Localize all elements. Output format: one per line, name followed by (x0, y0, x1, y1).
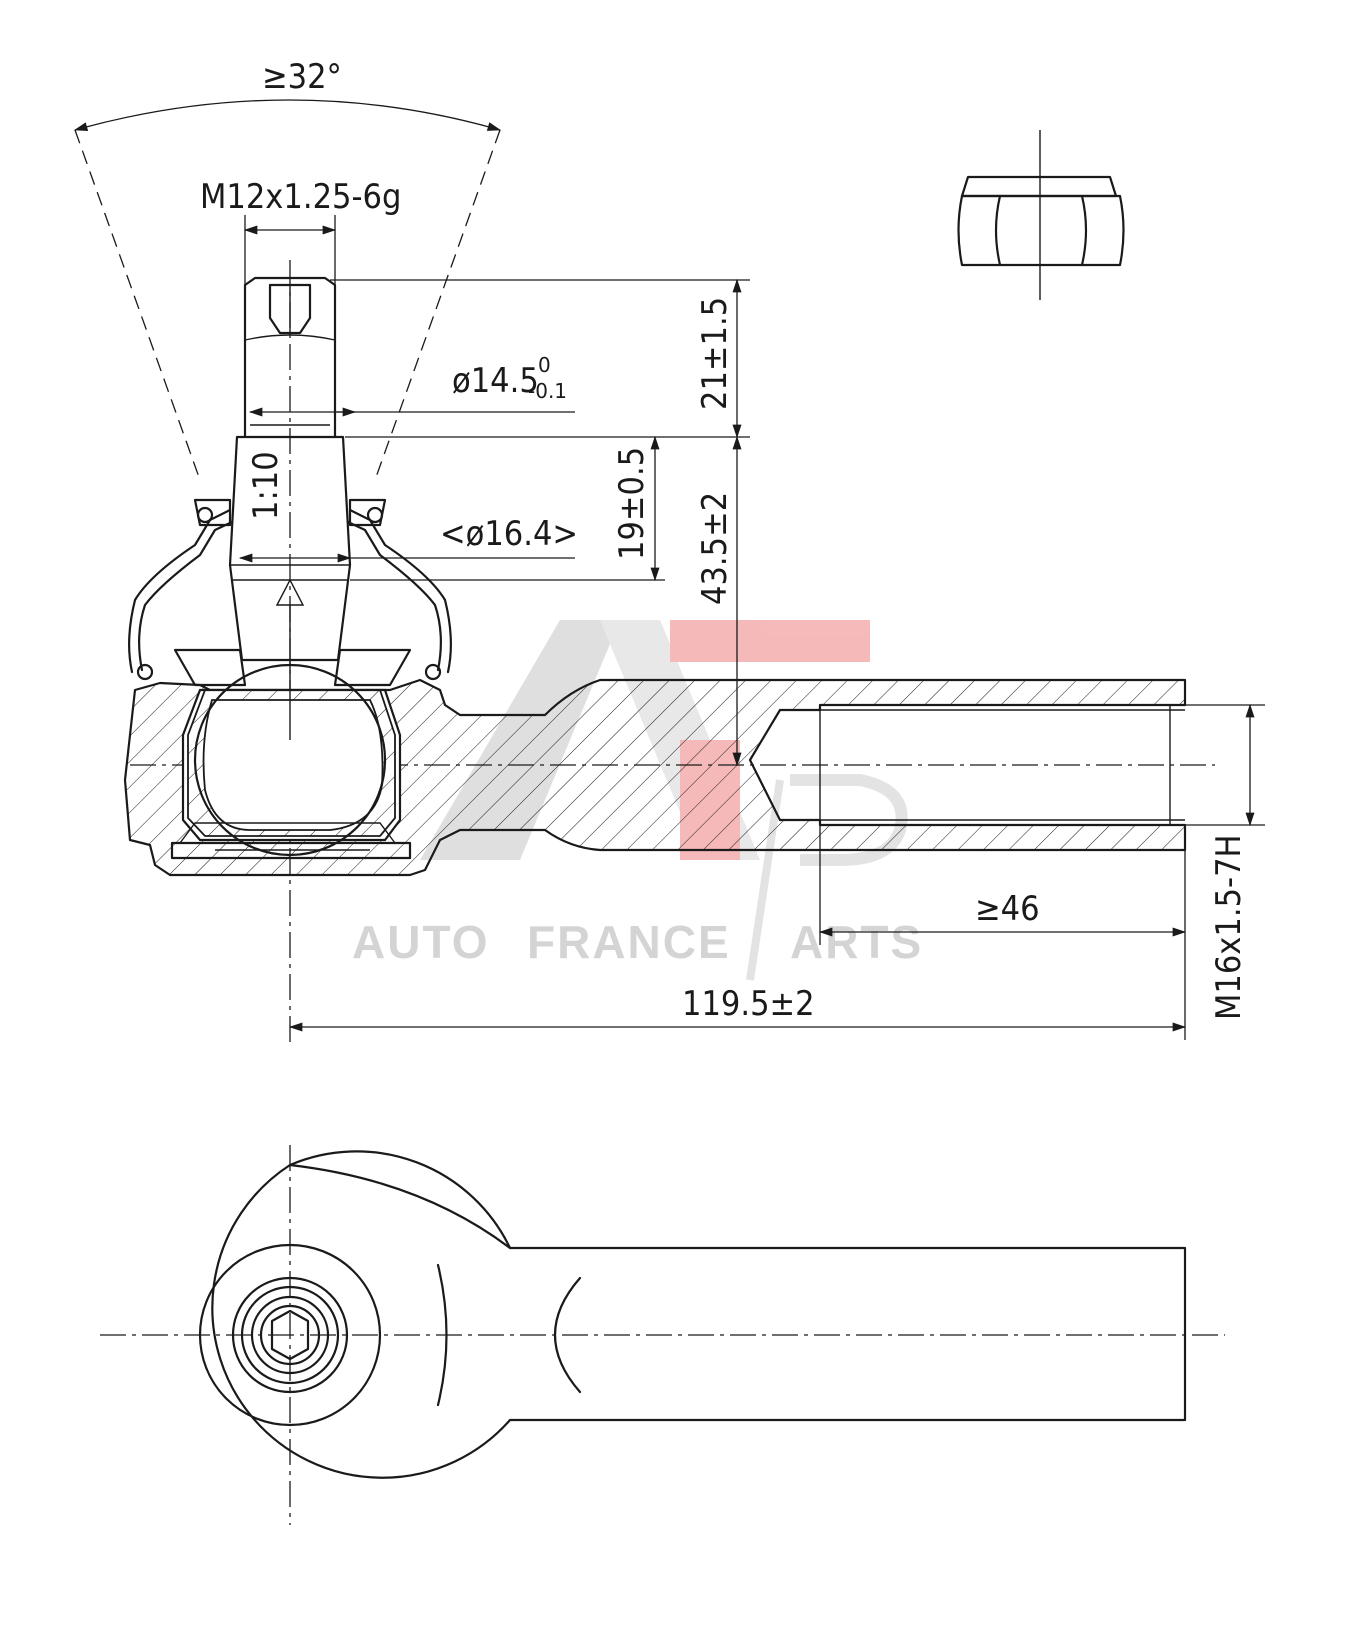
top-view (100, 1145, 1225, 1525)
dimension-labels: ≥32° M12x1.25-6g ø14.5 0 -0.1 <ø16.4> 1:… (200, 57, 1249, 1024)
dimension-lines (73, 99, 1265, 1040)
label-stud-tol-lower: -0.1 (528, 379, 567, 403)
label-stud-diameter: ø14.5 (452, 361, 539, 401)
label-cone-angle: ≥32° (262, 57, 342, 97)
label-taper-diameter: <ø16.4> (440, 514, 578, 554)
label-inner-thread: M16x1.5-7H (1209, 834, 1249, 1020)
label-overall-length: 119.5±2 (682, 984, 815, 1024)
label-taper-ratio: 1:10 (246, 451, 286, 520)
label-taper-length: 19±0.5 (612, 447, 652, 560)
label-stud-thread: M12x1.25-6g (200, 177, 401, 217)
label-stud-height: 43.5±2 (695, 492, 735, 605)
label-stud-tol-upper: 0 (538, 353, 551, 377)
castle-nut (957, 130, 1125, 300)
watermark-word-auto: AUTO (352, 916, 490, 968)
watermark-word-arts: ARTS (790, 916, 923, 968)
label-thread-length: 21±1.5 (695, 297, 735, 410)
watermark-word-france: FRANCE (527, 916, 731, 968)
section-view (123, 260, 1215, 1045)
watermark-text: AUTO FRANCE ARTS (352, 916, 923, 968)
label-thread-depth: ≥46 (975, 889, 1040, 929)
